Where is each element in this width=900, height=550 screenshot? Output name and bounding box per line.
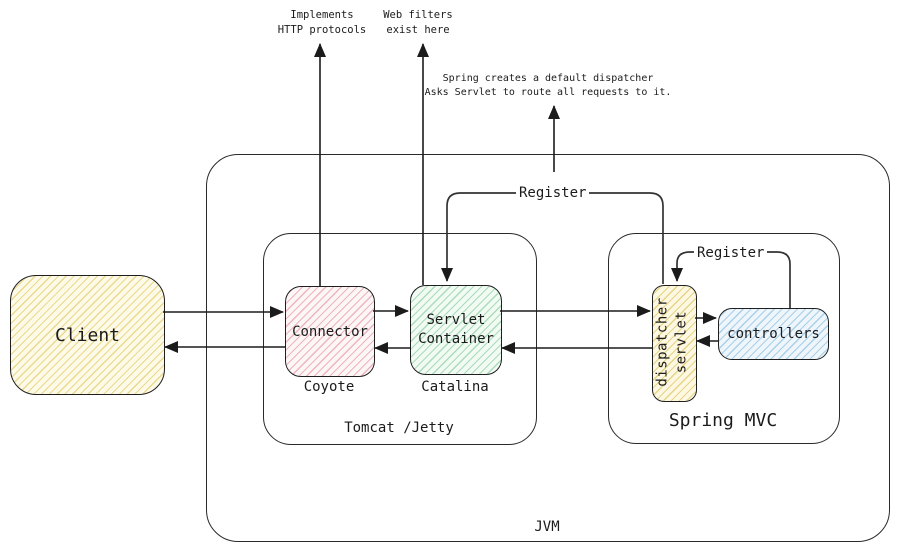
spring-mvc-caption: Spring MVC xyxy=(668,410,778,431)
web-filters-note-line2: exist here xyxy=(386,24,450,36)
jvm-caption: JVM xyxy=(534,519,560,535)
implements-http-note-line2: HTTP protocols xyxy=(277,24,367,36)
servlet-container-node: Servlet Container xyxy=(410,285,502,375)
dispatcher-servlet-node xyxy=(652,285,697,402)
spring-dispatcher-note-line2: Asks Servlet to route all requests to it… xyxy=(424,87,672,98)
client-label: Client xyxy=(54,324,121,346)
client-node: Client xyxy=(10,275,165,395)
spring-mvc-container-box xyxy=(608,233,840,444)
controllers-node: controllers xyxy=(718,308,829,360)
connector-label: Connector xyxy=(292,323,368,340)
tomcat-jetty-container-box xyxy=(263,233,537,445)
controllers-label: controllers xyxy=(727,326,820,342)
jvm-container-box xyxy=(206,154,890,542)
connector-node: Connector xyxy=(285,286,375,377)
coyote-caption: Coyote xyxy=(303,379,355,395)
tomcat-jetty-caption: Tomcat /Jetty xyxy=(344,420,454,436)
register-controllers-label: Register xyxy=(694,245,768,261)
implements-http-note-line1: Implements xyxy=(290,9,354,21)
register-line-dispatcher-to-servlet-container xyxy=(441,192,664,284)
web-filters-note-line1: Web filters xyxy=(383,9,453,21)
servlet-container-label-line2: Container xyxy=(418,331,494,347)
servlet-container-label-line1: Servlet xyxy=(426,312,486,328)
spring-dispatcher-note-line1: Spring creates a default dispatcher xyxy=(442,73,654,84)
web-filters-note: Web filters exist here xyxy=(338,8,498,38)
spring-dispatcher-note: Spring creates a default dispatcher Asks… xyxy=(418,72,678,100)
catalina-caption: Catalina xyxy=(421,379,489,395)
register-servlet-label: Register xyxy=(516,185,590,201)
implements-http-note: Implements HTTP protocols xyxy=(242,8,402,38)
